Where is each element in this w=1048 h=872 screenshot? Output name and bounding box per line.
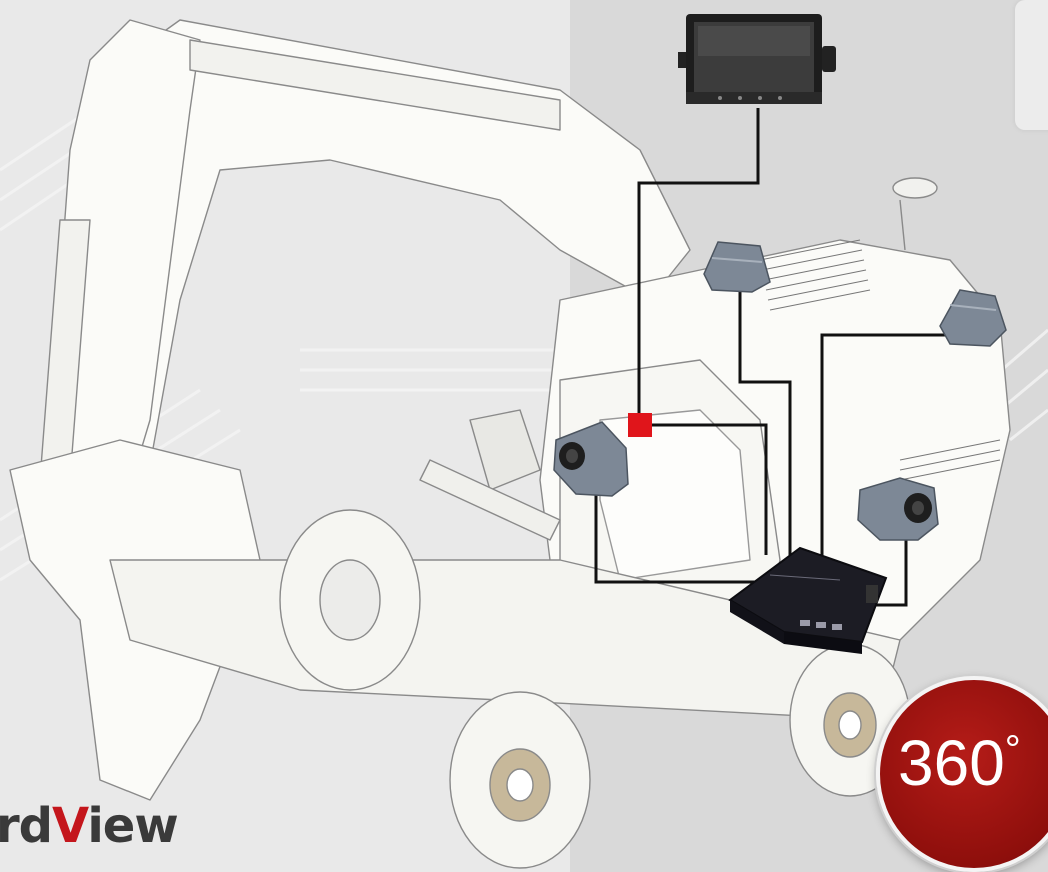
wheel-front — [279, 509, 421, 691]
badge-degree: ° — [1004, 728, 1021, 772]
wheel-rear-left — [449, 691, 591, 869]
wire-camera-top-left — [738, 285, 792, 560]
badge-label: 360° — [898, 726, 1021, 800]
boom-cylinder — [189, 39, 561, 131]
wire-monitor — [637, 108, 760, 420]
brand-logo: rdView — [0, 798, 179, 854]
control-box-icon — [728, 546, 888, 654]
camera-icon — [703, 241, 771, 293]
cab-window — [599, 409, 751, 581]
camera-top-right — [939, 289, 1007, 347]
junction-icon — [628, 413, 652, 437]
step-platform — [469, 409, 541, 491]
camera-front-left — [553, 421, 629, 497]
camera-top-left — [703, 241, 771, 293]
logo-accent-v: V — [52, 798, 88, 854]
excavator-illustration — [9, 19, 1011, 869]
wire-junction-box — [650, 423, 768, 555]
wire-camera-top-right — [820, 333, 950, 556]
badge-number: 360 — [898, 727, 1005, 799]
camera-right-side — [857, 477, 939, 541]
logo-prefix: rd — [0, 798, 53, 854]
mirror-stalk — [899, 199, 906, 251]
monitor-icon — [678, 14, 836, 104]
wire-camera-front — [594, 490, 755, 584]
badge-360: 360° — [876, 676, 1048, 872]
mirror — [892, 177, 938, 199]
logo-suffix: iew — [87, 798, 178, 854]
camera-icon — [553, 421, 629, 497]
engine-grille — [759, 239, 1001, 481]
background-panel — [1015, 0, 1048, 130]
step-bar — [419, 459, 561, 541]
camera-icon — [939, 289, 1007, 347]
